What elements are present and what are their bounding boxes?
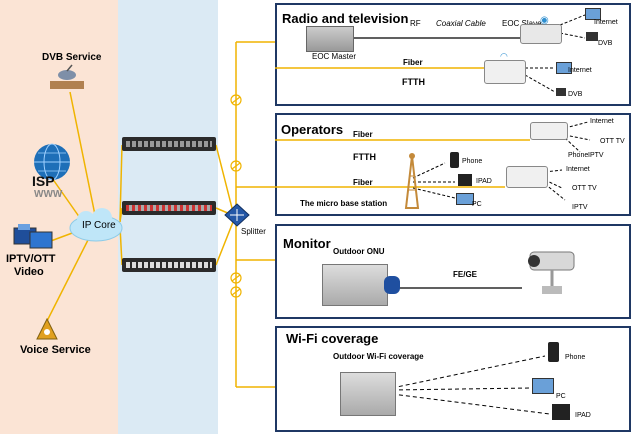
wifi-title: Wi-Fi coverage: [286, 331, 379, 346]
operators-pc-label: PC: [472, 201, 482, 208]
internet-low-label: Internet: [568, 67, 592, 74]
tv-icon-radio: [556, 88, 566, 96]
iptv-label-line2: Video: [14, 266, 44, 278]
dvb-satellite-icon: [48, 63, 86, 93]
onu-cable-icon: [384, 276, 400, 294]
iptv-label-line1: IPTV/OTT: [6, 253, 56, 265]
isp-label: ISP: [32, 173, 55, 189]
pc-icon-operators: [456, 193, 474, 205]
eoc-slave-label: EOC Slave: [502, 19, 542, 28]
radio-ftth-label: FTTH: [402, 77, 425, 87]
dvb-service-label: DVB Service: [42, 52, 102, 63]
ont-device-operators-2: [506, 166, 548, 188]
www-label: WWW: [34, 189, 63, 200]
internet-top-label: Internet: [594, 19, 618, 26]
ipad-icon-operators: [458, 174, 472, 186]
operators-ipad-label: IPAD: [476, 178, 492, 185]
voice-service-label: Voice Service: [20, 344, 91, 356]
wifi-box: [275, 326, 631, 432]
dvb-top-label: DVB: [598, 40, 613, 47]
radio-fiber-label: Fiber: [403, 58, 423, 67]
isp-globe-icon: [32, 142, 72, 182]
splitter-icon: [224, 203, 250, 227]
splitter-label: Splitter: [241, 227, 266, 236]
olt-device-2: [122, 201, 216, 215]
ip-core-cloud-icon: [66, 206, 126, 244]
olt-device-1: [122, 137, 216, 151]
operators-title: Operators: [281, 122, 344, 137]
operators-ott-label-1: OTT TV: [600, 138, 625, 145]
base-station-tower-icon: [402, 150, 422, 210]
fe-ge-label: FE/GE: [453, 270, 478, 279]
coax-label: Coaxial Cable: [436, 19, 486, 28]
operators-fiber-label-1: Fiber: [353, 130, 373, 139]
operators-fiber-label-2: Fiber: [353, 178, 373, 187]
wifi-pc-label: PC: [556, 393, 566, 400]
wifi-pc-icon: [532, 378, 554, 394]
eoc-master-label: EOC Master: [312, 52, 357, 61]
outdoor-onu-label: Outdoor ONU: [333, 247, 385, 256]
ont-device-radio: [484, 60, 526, 84]
operators-phone-label: Phone: [462, 158, 483, 165]
outdoor-wifi-label: Outdoor Wi-Fi coverage: [333, 352, 424, 361]
cctv-camera-icon: [520, 244, 580, 300]
voice-service-icon: [36, 317, 58, 340]
iptv-screens-icon: [12, 222, 54, 256]
phone-icon-operators: [450, 152, 459, 168]
wifi-phone-label: Phone: [565, 354, 586, 361]
olt-panel: [118, 0, 218, 434]
monitor-title: Monitor: [283, 236, 331, 251]
wifi-icon-radio: ◠: [500, 51, 508, 61]
outdoor-ap-device: [340, 372, 396, 416]
operators-internet-label-2: Internet: [566, 166, 590, 173]
router-icon-top: ◉: [540, 15, 549, 26]
outdoor-onu-device: [322, 264, 388, 306]
operators-ott-label-2: OTT TV: [572, 185, 597, 192]
eoc-slave-device: [520, 24, 562, 44]
wifi-ipad-icon: [552, 404, 570, 420]
operators-phone-label-2: Phone: [568, 152, 589, 159]
ont-device-operators-1: [530, 122, 568, 140]
pc-icon-radio: [556, 62, 572, 74]
operators-ftth-label: FTTH: [353, 152, 376, 162]
base-station-label: The micro base station: [300, 199, 388, 208]
ip-core-label: IP Core: [82, 220, 116, 231]
eoc-master-device: [306, 26, 354, 52]
tv-icon-top: [586, 32, 598, 41]
operators-iptv-label-1: IPTV: [588, 152, 604, 159]
operators-iptv-label-2: IPTV: [572, 204, 588, 211]
radio-tv-title: Radio and television: [282, 11, 409, 26]
olt-device-3: [122, 258, 216, 272]
wifi-ipad-label: IPAD: [575, 412, 591, 419]
rf-label: RF: [410, 19, 421, 28]
operators-internet-label-1: Internet: [590, 118, 614, 125]
dvb-low-label: DVB: [568, 91, 583, 98]
wifi-phone-icon: [548, 342, 559, 362]
pc-icon-top: [585, 8, 601, 20]
